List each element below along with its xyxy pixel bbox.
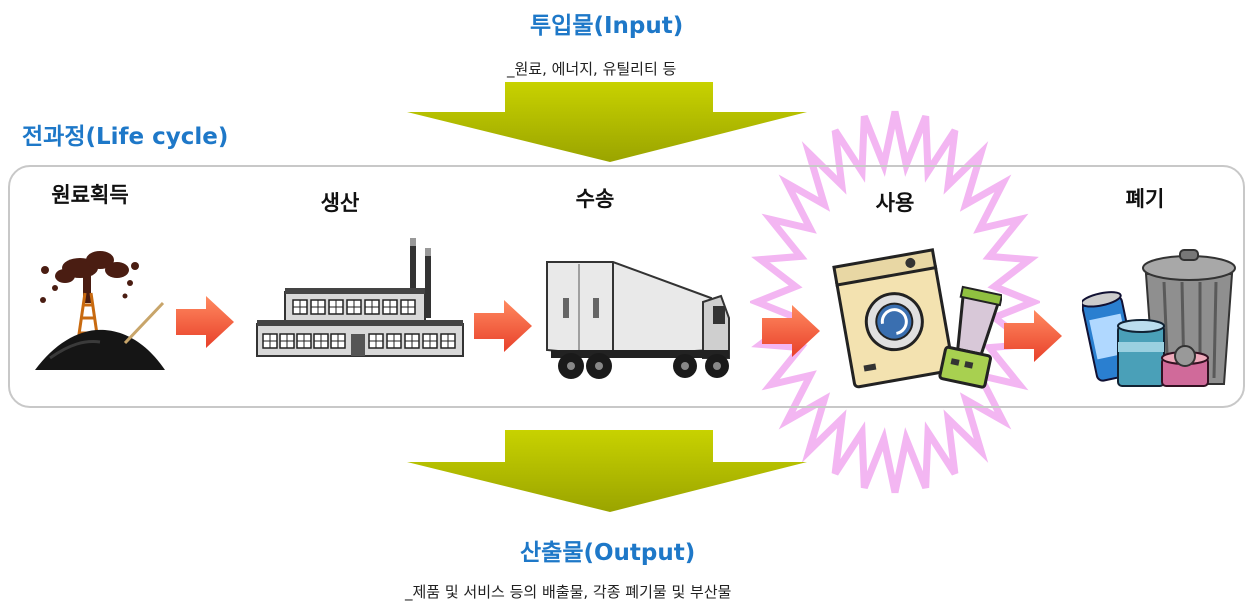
oil-well-icon bbox=[35, 251, 165, 370]
lifecycle-title: 전과정(Life cycle) bbox=[22, 124, 229, 150]
factory-icon bbox=[256, 238, 464, 357]
stage-label-disposal: 폐기 bbox=[1125, 187, 1165, 211]
appliances-icon bbox=[832, 248, 1002, 389]
output-subtitle: _제품 및 서비스 등의 배출물, 각종 폐기물 및 부산물 bbox=[405, 583, 732, 601]
input-subtitle: _원료, 에너지, 유틸리티 등 bbox=[507, 60, 677, 78]
flow-arrow-3 bbox=[762, 305, 820, 357]
output-arrow bbox=[407, 430, 807, 512]
stage-label-transport: 수송 bbox=[575, 187, 615, 211]
stage-label-production: 생산 bbox=[320, 191, 360, 215]
input-arrow bbox=[407, 82, 807, 162]
stage-label-raw-material: 원료획득 bbox=[51, 183, 129, 207]
input-title: 투입물(Input) bbox=[530, 13, 684, 39]
stage-label-use: 사용 bbox=[875, 191, 915, 215]
truck-icon bbox=[546, 261, 730, 379]
output-title: 산출물(Output) bbox=[520, 540, 696, 566]
flow-arrow-2 bbox=[474, 300, 532, 352]
flow-arrow-1 bbox=[176, 296, 234, 348]
lifecycle-frame bbox=[8, 165, 1245, 408]
highlight-starburst bbox=[750, 110, 1040, 494]
trash-can-icon bbox=[1082, 249, 1236, 387]
flow-arrow-4 bbox=[1004, 310, 1062, 362]
